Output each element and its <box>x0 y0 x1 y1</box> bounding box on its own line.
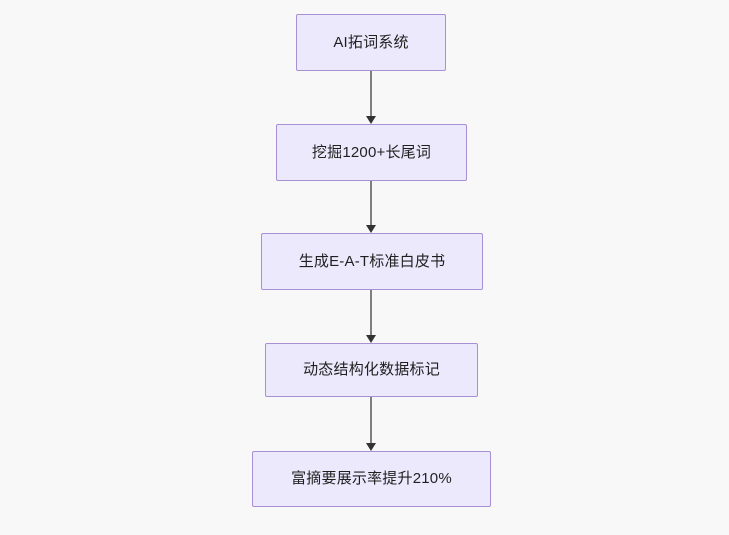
flow-node-ai-keyword-system[interactable]: AI拓词系统 <box>296 14 446 71</box>
flow-node-label: AI拓词系统 <box>333 33 409 51</box>
flow-node-label: 生成E-A-T标准白皮书 <box>298 252 446 270</box>
flow-connector-3 <box>364 290 378 343</box>
flow-connector-1 <box>364 71 378 124</box>
connector-line <box>370 181 372 226</box>
arrowhead-icon <box>366 443 376 451</box>
arrowhead-icon <box>366 116 376 124</box>
flow-node-rich-snippet-impression-lift[interactable]: 富摘要展示率提升210% <box>252 451 491 507</box>
connector-line <box>370 71 372 117</box>
connector-line <box>370 290 372 336</box>
flow-node-dynamic-structured-data-markup[interactable]: 动态结构化数据标记 <box>265 343 478 397</box>
flow-node-label: 挖掘1200+长尾词 <box>311 143 432 161</box>
flow-node-label: 富摘要展示率提升210% <box>291 470 452 487</box>
flow-node-generate-eat-whitepaper[interactable]: 生成E-A-T标准白皮书 <box>261 233 483 290</box>
flow-node-label: 动态结构化数据标记 <box>303 361 440 378</box>
flow-node-mine-longtail-keywords[interactable]: 挖掘1200+长尾词 <box>276 124 467 181</box>
flow-connector-4 <box>364 397 378 451</box>
connector-line <box>370 397 372 444</box>
arrowhead-icon <box>366 225 376 233</box>
arrowhead-icon <box>366 335 376 343</box>
flow-connector-2 <box>364 181 378 233</box>
